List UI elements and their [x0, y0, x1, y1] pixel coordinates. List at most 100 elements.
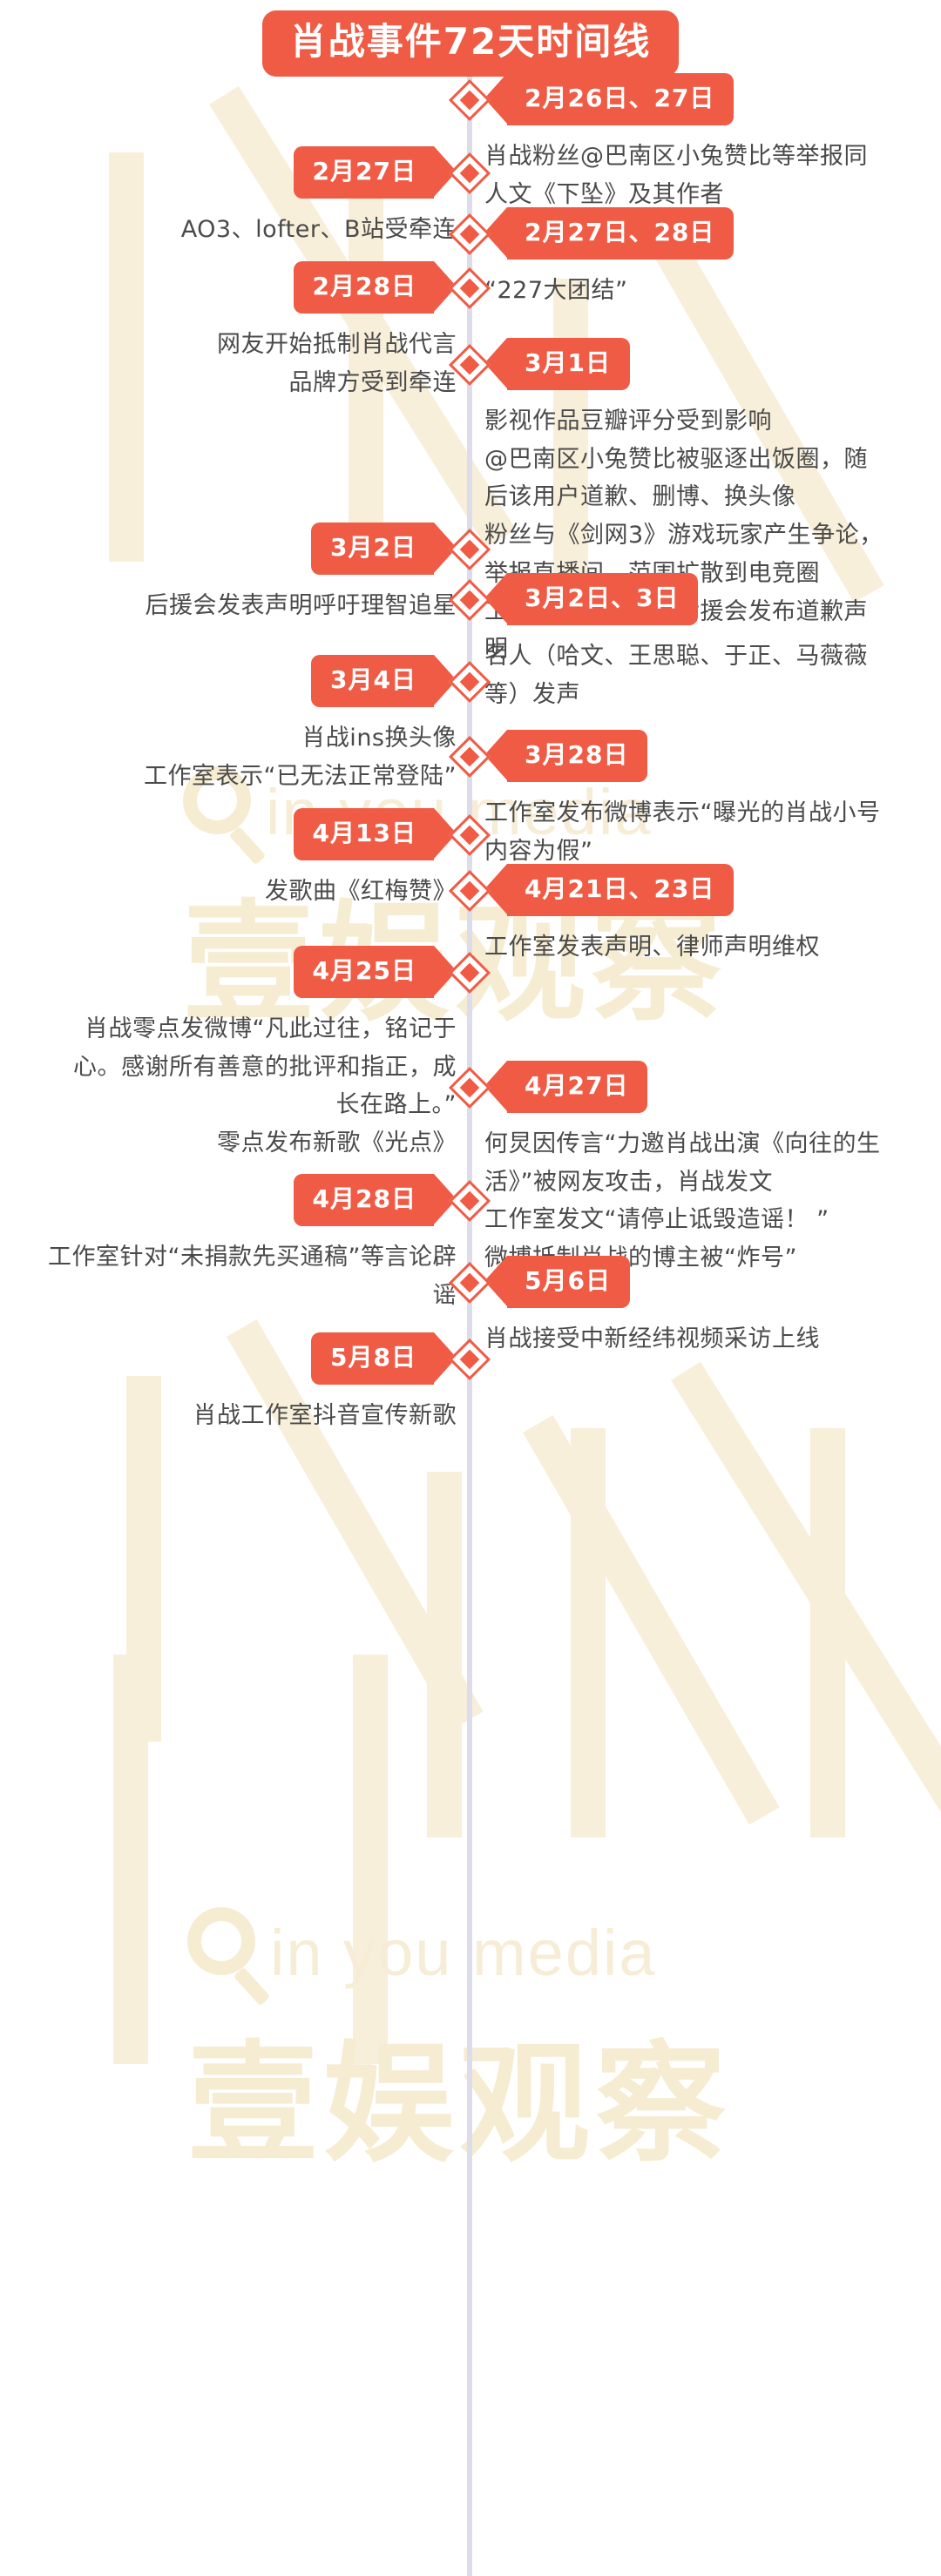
magnifier-icon — [187, 1907, 255, 1975]
event-description: 发歌曲《红梅赞》 — [7, 873, 457, 911]
timeline-node-diamond-icon — [448, 660, 491, 704]
event-description-line: 网友开始抵制肖战代言 — [217, 331, 457, 358]
date-flag[interactable]: 3月4日 — [311, 655, 457, 707]
timeline-event-content: 4月25日肖战零点发微博“凡此过往，铭记于心。感谢所有善意的批评和指正，成长在路… — [7, 946, 457, 1163]
event-description-line: 工作室发布微博表示“曝光的肖战小号 — [484, 799, 881, 826]
event-description: “227大团结” — [484, 272, 934, 310]
timeline-event-content: 2月27日、28日 “227大团结” — [484, 207, 934, 310]
event-description-line: 谣 — [432, 1281, 457, 1309]
date-flag[interactable]: 4月28日 — [293, 1174, 457, 1226]
timeline-event-content: 3月2日后援会发表声明呼吁理智追星 — [7, 523, 457, 625]
timeline-event-content: 4月21日、23日工作室发表声明、律师声明维权 — [484, 864, 934, 967]
event-description-line: “227大团结” — [484, 277, 628, 304]
date-flag-wrap: 2月26日、27日 — [484, 73, 934, 125]
timeline-node-diamond-icon — [448, 152, 491, 195]
date-flag[interactable]: 3月2日、3日 — [484, 573, 699, 625]
date-flag-wrap: 2月27日、28日 — [484, 207, 934, 260]
event-description-line: 影视作品豆瓣评分受到影响 — [484, 408, 772, 435]
event-description-line: 何炅因传言“力邀肖战出演《向往的生 — [484, 1130, 881, 1157]
timeline-event-content: 5月6日肖战接受中新经纬视频采访上线 — [484, 1256, 934, 1359]
event-description-line: 活》”被网友攻击，肖战发文 — [484, 1168, 773, 1196]
event-description: 肖战零点发微博“凡此过往，铭记于心。感谢所有善意的批评和指正，成长在路上。”零点… — [7, 1010, 457, 1163]
event-description-line: 内容为假” — [484, 837, 593, 865]
event-description: 肖战ins换头像工作室表示“已无法正常登陆” — [7, 719, 457, 795]
date-flag-wrap: 4月25日 — [7, 946, 457, 998]
timeline-node-diamond-icon — [448, 869, 491, 913]
timeline-event-content: 5月8日肖战工作室抖音宣传新歌 — [7, 1332, 457, 1435]
event-description-line: 工作室表示“已无法正常登陆” — [144, 762, 457, 790]
date-flag-wrap: 4月13日 — [7, 808, 457, 860]
timeline-event-content: 4月28日工作室针对“未捐款先买通稿”等言论辟谣 — [7, 1174, 457, 1314]
timeline-event-content: 2月28日网友开始抵制肖战代言品牌方受到牵连 — [7, 261, 457, 401]
date-flag[interactable]: 3月28日 — [484, 730, 648, 782]
event-description-line: 等）发声 — [484, 680, 580, 708]
decor-stroke — [353, 1655, 388, 2064]
date-flag-wrap: 5月6日 — [484, 1256, 934, 1308]
event-description: 肖战接受中新经纬视频采访上线 — [484, 1320, 934, 1359]
date-flag-wrap: 3月1日 — [484, 338, 934, 390]
date-flag[interactable]: 5月6日 — [484, 1256, 630, 1308]
date-flag[interactable]: 2月28日 — [293, 261, 457, 314]
event-description: 肖战工作室抖音宣传新歌 — [7, 1397, 457, 1435]
date-flag[interactable]: 3月1日 — [484, 338, 630, 390]
title-banner: 肖战事件72天时间线 — [0, 10, 941, 78]
date-flag[interactable]: 4月25日 — [293, 946, 457, 998]
date-flag[interactable]: 4月27日 — [484, 1061, 648, 1113]
event-description-line: 工作室针对“未捐款先买通稿”等言论辟 — [48, 1244, 457, 1271]
date-flag[interactable]: 2月26日、27日 — [484, 73, 735, 125]
timeline-event-content: 3月4日肖战ins换头像工作室表示“已无法正常登陆” — [7, 655, 457, 795]
decor-stroke — [571, 1428, 606, 1838]
event-description: 后援会发表声明呼吁理智追星 — [7, 587, 457, 625]
decor-stroke — [523, 1415, 780, 1825]
date-flag-wrap: 4月28日 — [7, 1174, 457, 1226]
decor-stroke — [113, 1655, 148, 2064]
timeline-event-content: 3月2日、3日名人（哈文、王思聪、于正、马薇薇等）发声 — [484, 573, 934, 713]
event-description-line: 名人（哈文、王思聪、于正、马薇薇 — [484, 643, 868, 670]
event-description-line: 肖战工作室抖音宣传新歌 — [193, 1402, 457, 1429]
timeline-event-content: 4月27日何炅因传言“力邀肖战出演《向往的生活》”被网友攻击，肖战发文工作室发文… — [484, 1061, 934, 1278]
decor-stroke — [427, 1472, 462, 1838]
event-description-line: 品牌方受到牵连 — [288, 368, 457, 396]
date-flag-wrap: 4月21日、23日 — [484, 864, 934, 916]
event-description-line: 肖战零点发微博“凡此过往，铭记于 — [85, 1015, 457, 1042]
event-description-line: 人文《下坠》及其作者 — [484, 180, 724, 208]
timeline-node-diamond-icon — [448, 212, 491, 256]
timeline-node-diamond-icon — [448, 578, 491, 622]
event-description: 工作室发表声明、律师声明维权 — [484, 928, 934, 967]
timeline-spine — [467, 75, 472, 2576]
timeline-node-diamond-icon — [448, 1179, 491, 1223]
event-description: 网友开始抵制肖战代言品牌方受到牵连 — [7, 326, 457, 401]
date-flag-wrap: 2月27日 — [7, 146, 457, 199]
event-description-line: 心。感谢所有善意的批评和指正，成 — [73, 1053, 457, 1081]
event-description-line: @巴南区小兔赞比被驱逐出饭圈，随 — [484, 445, 868, 473]
event-description-line: 肖战ins换头像 — [301, 725, 457, 752]
timeline-event-content: 4月13日发歌曲《红梅赞》 — [7, 808, 457, 911]
event-description: AO3、lofter、B站受牵连 — [7, 211, 457, 249]
timeline-node-diamond-icon — [448, 78, 491, 122]
date-flag-wrap: 3月2日 — [7, 523, 457, 575]
date-flag-wrap: 3月2日、3日 — [484, 573, 934, 625]
timeline-node-diamond-icon — [448, 528, 491, 571]
event-description-line: 发歌曲《红梅赞》 — [265, 878, 457, 905]
timeline-node-diamond-icon — [448, 951, 491, 995]
date-flag-wrap: 3月28日 — [484, 730, 934, 782]
date-flag[interactable]: 4月21日、23日 — [484, 864, 735, 916]
date-flag[interactable]: 5月8日 — [311, 1332, 457, 1385]
date-flag[interactable]: 3月2日 — [311, 523, 457, 575]
date-flag[interactable]: 2月27日、28日 — [484, 207, 735, 260]
decor-stroke — [671, 1361, 941, 1824]
date-flag[interactable]: 2月27日 — [293, 146, 457, 199]
event-description-line: 零点发布新歌《光点》 — [217, 1130, 457, 1157]
event-description: 工作室针对“未捐款先买通稿”等言论辟谣 — [7, 1238, 457, 1314]
event-description-line: AO3、lofter、B站受牵连 — [180, 216, 457, 243]
date-flag[interactable]: 4月13日 — [293, 808, 457, 860]
timeline-event-content: 3月28日工作室发布微博表示“曝光的肖战小号内容为假” — [484, 730, 934, 870]
event-description: 工作室发布微博表示“曝光的肖战小号内容为假” — [484, 794, 934, 870]
event-description-line: 粉丝与《剑网3》游戏玩家产生争论， — [484, 522, 883, 550]
event-description-line: 后该用户道歉、删博、换头像 — [484, 483, 796, 511]
event-description-line: 后援会发表声明呼吁理智追星 — [145, 592, 457, 619]
timeline-node-diamond-icon — [448, 1066, 491, 1109]
date-flag-wrap: 2月28日 — [7, 261, 457, 314]
date-flag-wrap: 4月27日 — [484, 1061, 934, 1113]
